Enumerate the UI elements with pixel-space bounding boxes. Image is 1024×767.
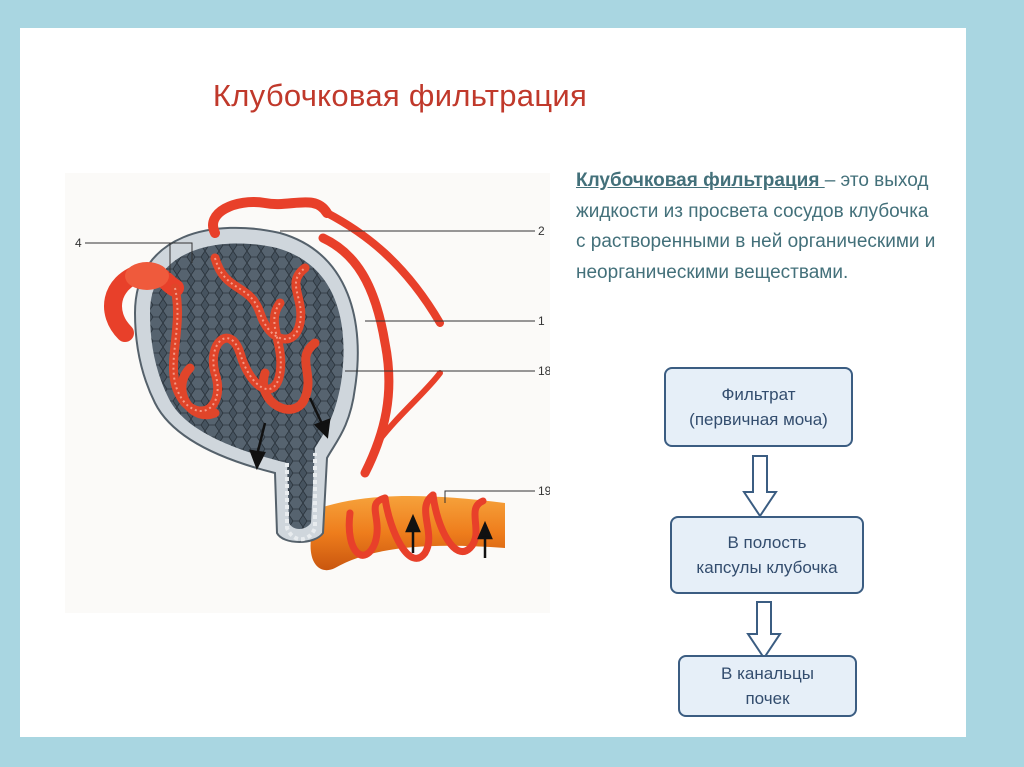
definition-term: Клубочковая фильтрация <box>576 170 825 191</box>
flow-arrow-down-icon <box>746 600 782 660</box>
label-18: 18 <box>538 364 550 378</box>
flow-box-capsule-line1: В полость <box>727 530 806 555</box>
flow-box-tubules: В канальцы почек <box>678 655 857 717</box>
definition-text: Клубочковая фильтрация – это выход жидко… <box>576 166 936 288</box>
flow-box-capsule: В полость капсулы клубочка <box>670 516 864 594</box>
glomerulus-illustration: 4 2 1 18 19 <box>65 173 550 613</box>
slide-title: Клубочковая фильтрация <box>20 78 780 114</box>
afferent-bulb <box>125 262 169 290</box>
flow-box-tubules-line2: почек <box>745 686 789 711</box>
label-1: 1 <box>538 314 545 328</box>
flow-arrow-down-icon <box>742 454 778 518</box>
flow-box-filtrate-line1: Фильтрат <box>722 382 796 407</box>
flow-box-tubules-line1: В канальцы <box>721 661 814 686</box>
label-19: 19 <box>538 484 550 498</box>
flow-box-filtrate-line2: (первичная моча) <box>689 407 828 432</box>
label-4: 4 <box>75 236 82 250</box>
label-2: 2 <box>538 224 545 238</box>
flow-box-filtrate: Фильтрат (первичная моча) <box>664 367 853 447</box>
flow-box-capsule-line2: капсулы клубочка <box>696 555 837 580</box>
slide: Клубочковая фильтрация <box>20 28 966 737</box>
glomerulus-svg: 4 2 1 18 19 <box>65 173 550 613</box>
